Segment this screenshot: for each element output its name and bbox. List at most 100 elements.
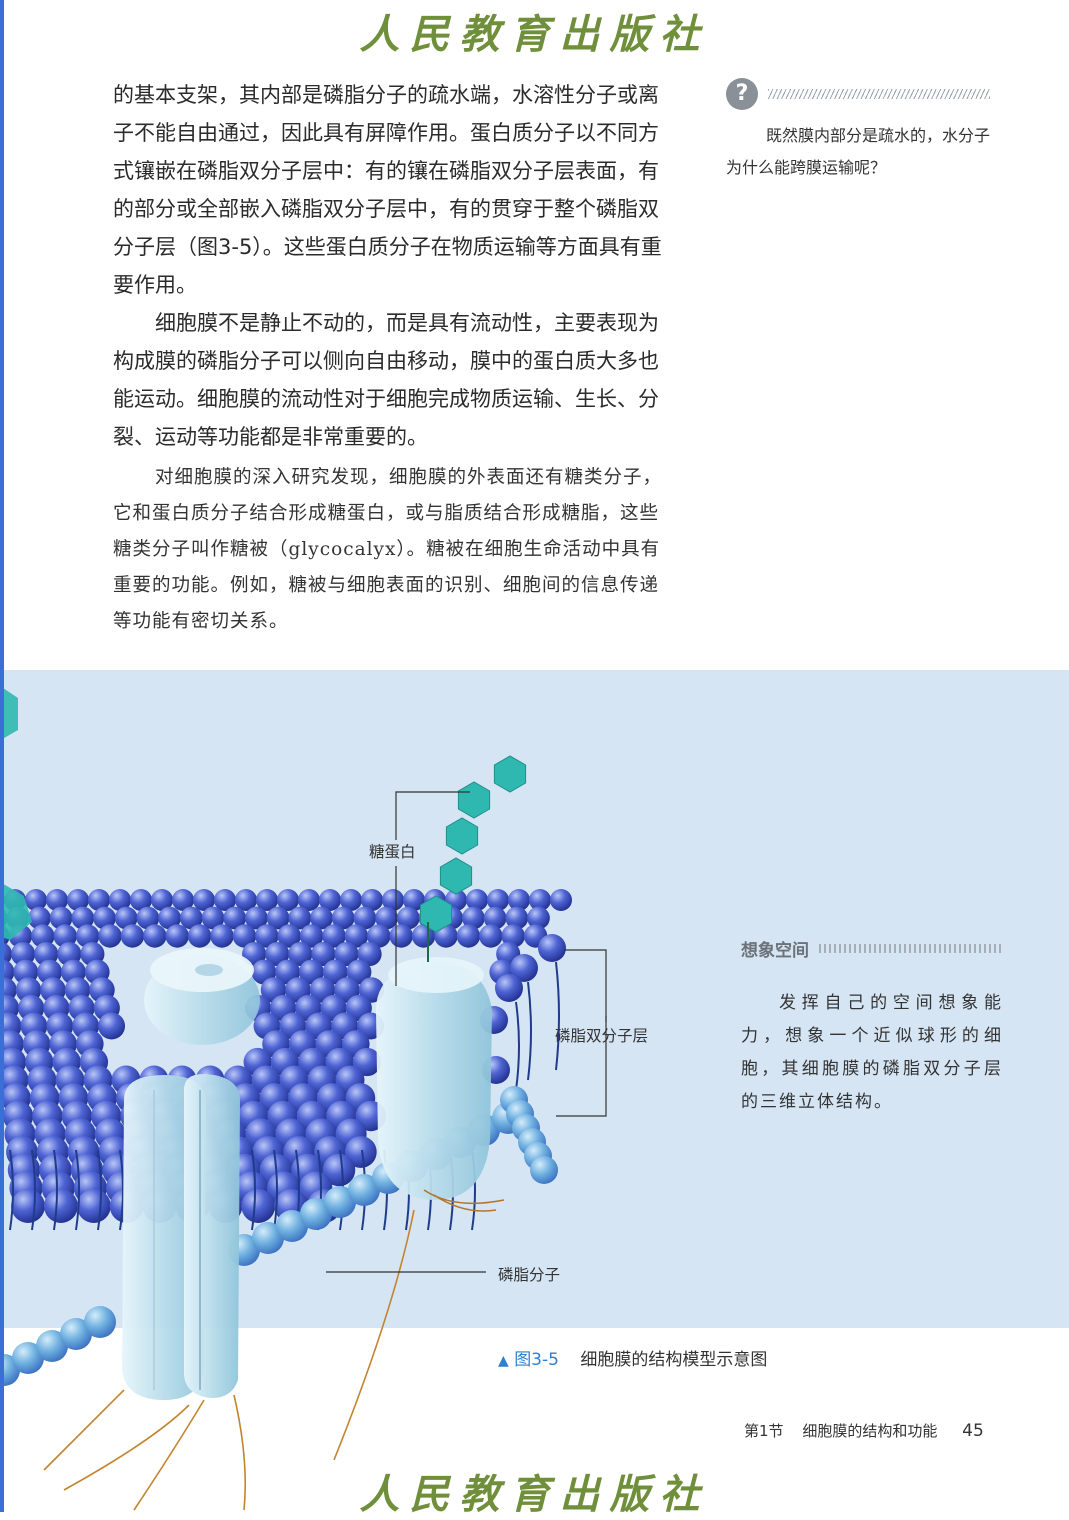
decorative-rule bbox=[768, 89, 990, 99]
sugar-hexagon-partial bbox=[4, 688, 18, 739]
phospholipid-head bbox=[346, 959, 372, 985]
imagine-box: 想象空间 发挥自己的空间想象能力，想象一个近似球形的细胞，其细胞膜的磷脂双分子层… bbox=[741, 936, 1003, 1119]
figure-caption-text: 细胞膜的结构模型示意图 bbox=[580, 1350, 768, 1370]
phospholipid-head bbox=[322, 959, 348, 985]
decorative-wave bbox=[819, 944, 1003, 953]
phospholipid-head bbox=[322, 1153, 356, 1187]
phospholipid-head bbox=[43, 1189, 78, 1223]
phospholipid-head bbox=[245, 906, 268, 930]
phospholipid-head bbox=[487, 889, 509, 911]
phospholipid-head bbox=[67, 889, 89, 911]
sugar-hexagon bbox=[493, 755, 527, 793]
paragraph-3: 对细胞膜的深入研究发现，细胞膜的外表面还有糖类分子，它和蛋白质分子结合形成糖蛋白… bbox=[113, 467, 663, 632]
phospholipid-head bbox=[277, 889, 299, 911]
phospholipid-head bbox=[241, 1189, 276, 1223]
phospholipid-tail bbox=[97, 1149, 102, 1231]
phospholipid-head bbox=[143, 924, 167, 948]
phospholipid-head bbox=[508, 889, 530, 911]
phospholipid-head bbox=[46, 889, 68, 911]
phospholipid-head bbox=[136, 906, 160, 930]
phospholipid-head bbox=[158, 906, 181, 930]
phospholipid-head bbox=[75, 924, 100, 948]
membrane-illustration bbox=[4, 688, 607, 1511]
phospholipid-tail bbox=[555, 961, 560, 1071]
phospholipid-head bbox=[31, 924, 55, 948]
phospholipid-head bbox=[53, 924, 77, 948]
phospholipid-head bbox=[193, 889, 215, 911]
phospholipid-tail bbox=[251, 1149, 256, 1231]
phospholipid-head bbox=[71, 906, 95, 930]
phospholipid-head bbox=[331, 906, 355, 930]
label-bilayer: 磷脂双分子层 bbox=[555, 1027, 649, 1045]
phospholipid-tail bbox=[9, 1149, 14, 1231]
page-footer: 第1节 细胞膜的结构和功能 45 bbox=[744, 1420, 984, 1441]
phospholipid-head bbox=[210, 924, 234, 948]
phospholipid-head bbox=[255, 924, 279, 948]
phospholipid-tail bbox=[119, 1149, 124, 1231]
phospholipid-head bbox=[311, 941, 336, 967]
phospholipid-head bbox=[353, 906, 377, 930]
phospholipid-head bbox=[403, 889, 425, 911]
phospholipid-head bbox=[375, 906, 398, 930]
label-phospholipid: 磷脂分子 bbox=[498, 1266, 561, 1284]
phospholipid-head bbox=[232, 924, 257, 948]
phospholipid-head bbox=[151, 889, 173, 911]
protein-back-left bbox=[144, 948, 260, 1045]
phospholipid-head bbox=[344, 1136, 377, 1168]
phospholipid-tail bbox=[31, 1149, 36, 1231]
phospholipid-head bbox=[88, 889, 110, 911]
phospholipid-head bbox=[466, 889, 488, 911]
phospholipid-tail bbox=[273, 1149, 278, 1231]
phospholipid-head bbox=[165, 924, 189, 948]
phospholipid-head bbox=[288, 941, 313, 967]
question-icon: ? bbox=[726, 78, 758, 110]
sugar-hexagon bbox=[457, 781, 491, 819]
phospholipid-head bbox=[252, 1222, 284, 1254]
sugar-hexagon bbox=[445, 817, 479, 855]
phospholipid-head bbox=[396, 906, 420, 930]
phospholipid-head bbox=[187, 924, 212, 948]
phospholipid-head bbox=[357, 941, 382, 967]
phospholipid-head bbox=[276, 1210, 308, 1242]
imagine-text: 发挥自己的空间想象能力，想象一个近似球形的细胞，其细胞膜的磷脂双分子层的三维立体… bbox=[741, 993, 1003, 1112]
phospholipid-head bbox=[322, 924, 346, 948]
phospholipid-head bbox=[367, 924, 391, 948]
phospholipid-head bbox=[98, 1012, 126, 1040]
phospholipid-head bbox=[382, 889, 404, 911]
phospholipid-head bbox=[93, 906, 116, 930]
glycoprotein-channel bbox=[376, 957, 505, 1212]
phospholipid-head bbox=[179, 906, 203, 930]
phospholipid-head bbox=[298, 889, 320, 911]
phospholipid-head bbox=[11, 1189, 45, 1223]
phospholipid-tail bbox=[53, 1149, 58, 1231]
phospholipid-head bbox=[11, 941, 36, 967]
phospholipid-head bbox=[12, 1342, 44, 1374]
page-number: 45 bbox=[962, 1421, 984, 1441]
phospholipid-head bbox=[479, 924, 503, 948]
phospholipid-tail bbox=[515, 1001, 520, 1091]
triangle-icon: ▲ bbox=[498, 1353, 509, 1369]
phospholipid-head bbox=[344, 924, 369, 948]
phospholipid-head bbox=[538, 934, 566, 962]
phospholipid-head bbox=[352, 1047, 382, 1077]
phospholipid-head bbox=[266, 906, 290, 930]
phospholipid-head bbox=[201, 906, 225, 930]
phospholipid-head bbox=[334, 941, 359, 967]
figure-caption: ▲ 图3-5 细胞膜的结构模型示意图 bbox=[498, 1345, 767, 1370]
phospholipid-head bbox=[510, 954, 538, 982]
phospholipid-head bbox=[36, 1330, 68, 1362]
phospholipid-head bbox=[265, 941, 290, 967]
sugar-hexagon-partial bbox=[4, 884, 32, 940]
phospholipid-head bbox=[310, 906, 333, 930]
left-edge-rule bbox=[0, 0, 4, 1512]
phospholipid-head bbox=[483, 906, 507, 930]
paragraph-1: 的基本支架，其内部是磷脂分子的疏水端，水溶性分子或离子不能自由通过，因此具有屏障… bbox=[113, 83, 662, 297]
phospholipid-head bbox=[299, 924, 324, 948]
phospholipid-head bbox=[348, 1174, 380, 1206]
figure-number: 图3-5 bbox=[514, 1350, 559, 1370]
phospholipid-head bbox=[389, 924, 413, 948]
label-glycoprotein: 糖蛋白 bbox=[369, 843, 416, 861]
phospholipid-head bbox=[109, 889, 131, 911]
phospholipid-head bbox=[299, 959, 324, 985]
footer-section-title: 细胞膜的结构和功能 bbox=[802, 1422, 938, 1440]
